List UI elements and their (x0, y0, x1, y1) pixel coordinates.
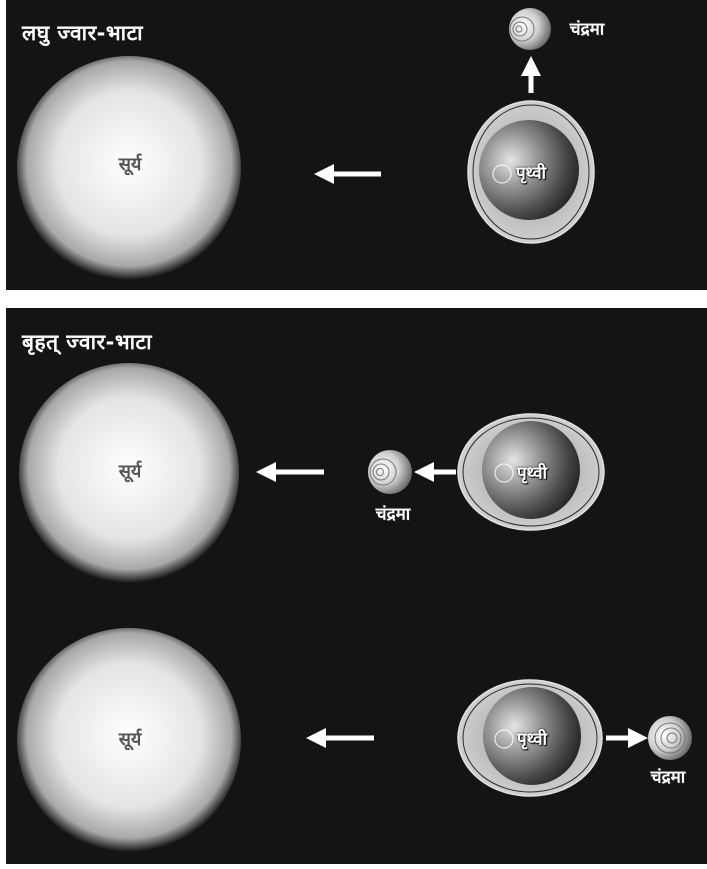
sun-new-moon (19, 363, 239, 583)
earth-label-full-moon: पृथ्वी (516, 729, 548, 750)
earth (479, 120, 579, 220)
sun-label-full-moon: सूर्य (118, 729, 142, 750)
sun (17, 56, 241, 280)
moon-label-new-moon: चंद्रमा (375, 504, 411, 525)
sun-full-moon (17, 628, 241, 852)
neap-tide-title: लघु ज्वार-भाटा (22, 21, 144, 45)
moon (509, 8, 551, 50)
sun-label-new-moon: सूर्य (118, 461, 142, 482)
moon-label: चंद्रमा (569, 19, 605, 40)
spring-tide-diagram (17, 363, 692, 852)
moon-label-full-moon: चंद्रमा (650, 767, 686, 788)
moon-new-moon (368, 450, 412, 494)
earth-label-new-moon: पृथ्वी (516, 463, 548, 484)
spring-tide-panel: बृहत् ज्वार-भाटा सूर्य पृथ्वी चंद्रमा सू… (6, 308, 707, 864)
earth-new-moon (482, 421, 580, 519)
neap-tide-diagram (17, 8, 595, 280)
moon-full-moon (648, 716, 692, 760)
spring-tide-title: बृहत् ज्वार-भाटा (22, 330, 153, 354)
earth-label: पृथ्वी (515, 163, 547, 184)
sun-label: सूर्य (118, 154, 142, 175)
neap-tide-panel: लघु ज्वार-भाटा सूर्य पृथ्वी चंद्रमा (6, 0, 707, 290)
earth-full-moon (483, 687, 581, 785)
